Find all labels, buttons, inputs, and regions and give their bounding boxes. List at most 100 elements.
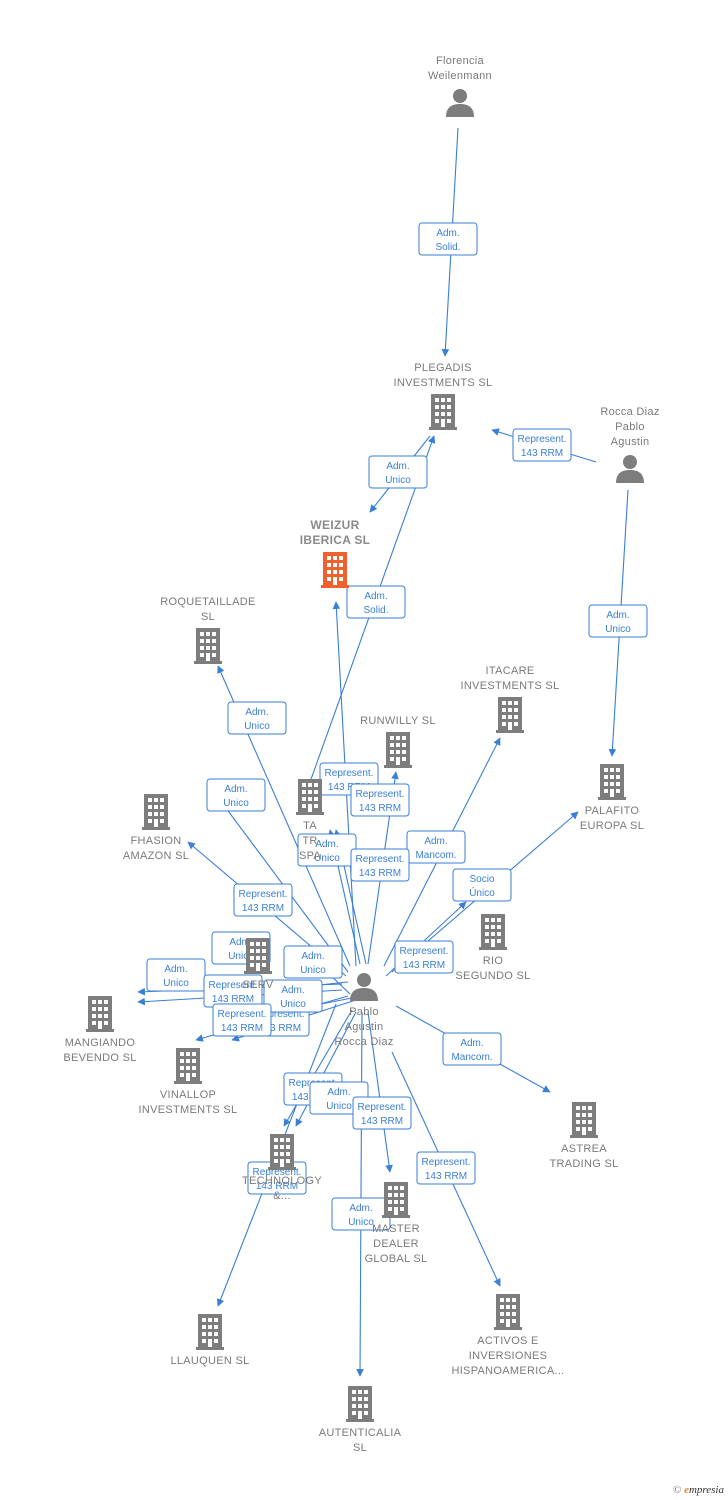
node-master_dealer[interactable]: MASTER DEALER GLOBAL SL [365, 1182, 428, 1265]
edge-label-plegadis-to-weizur[interactable]: Adm.Unico [368, 455, 428, 489]
edge-pablo-to-technology [295, 1011, 357, 1127]
edge-label-text: Adm. [229, 937, 252, 948]
edge-label-text: Represent. [325, 768, 374, 779]
edge-label-rocca_diaz-to-palafito[interactable]: Adm.Unico [588, 604, 648, 638]
node-label: HISPANOAMERICA... [451, 1365, 564, 1377]
node-itacare[interactable]: ITACARE INVESTMENTS SL [461, 665, 560, 733]
edge-label-pablo-to-serv[interactable]: Represent.143 RRM [212, 1003, 272, 1037]
edge-label-text: Socio [469, 874, 494, 885]
node-label: Agustin [345, 1021, 384, 1033]
edge-label-text: Represent. [358, 1102, 407, 1113]
edge-label-box [442, 1032, 502, 1066]
building-icon [429, 394, 457, 430]
edge-label-text: Adm. [364, 591, 387, 602]
edge-label-pablo-to-rio_segundo[interactable]: Represent.143 RRM [394, 940, 454, 974]
node-astrea[interactable]: ASTREA TRADING SL [549, 1102, 618, 1170]
node-label: Pablo [615, 421, 645, 433]
edge-label-text: Represent. [253, 1167, 302, 1178]
node-label: ASTREA [561, 1143, 607, 1155]
edge-label-box [206, 778, 266, 812]
edge-label-text: Represent. [256, 1009, 305, 1020]
node-label: RIO [483, 955, 504, 967]
node-label: TRADING SL [549, 1158, 618, 1170]
edge-label-pablo-to-ta_trade[interactable]: Represent.143 RRM [350, 848, 410, 882]
node-label: BEVENDO SL [63, 1052, 136, 1064]
edge-label-text: Mancom. [451, 1052, 492, 1063]
edge-label-text: Adm. [436, 228, 459, 239]
edge-label-text: Unico [314, 853, 340, 864]
edge-label-rocca_diaz-to-plegadis[interactable]: Represent. 143 RRM [512, 428, 572, 462]
node-label: LLAUQUEN SL [170, 1355, 249, 1367]
edge-label-text: Unico [280, 999, 306, 1010]
edge-label-text: Unico [348, 1217, 374, 1228]
edges-layer [137, 127, 629, 1377]
edge-label-text: 143 RRM [521, 448, 563, 459]
edge-label-text: Adm. [460, 1038, 483, 1049]
node-label: MASTER [372, 1223, 420, 1235]
edge-pablo-to-autenticalia [356, 1011, 364, 1377]
building-icon [494, 1294, 522, 1330]
edge-label-text: 143 RRM [256, 1181, 298, 1192]
edge-label-pablo-to-master_dealer[interactable]: Represent. 143 RRM [352, 1096, 412, 1130]
node-label: Rocca Diaz [334, 1036, 393, 1048]
edge-label-text: 143 RRM [259, 1023, 301, 1034]
edge-label-pablo-to-plegadis[interactable]: Adm.Solid. [346, 585, 406, 619]
node-serv[interactable]: SERV [243, 938, 274, 991]
edge-label-pablo-to-roquetaillade[interactable]: Adm.Unico [227, 701, 287, 735]
edge-label-pablo-to-runwilly[interactable]: Represent.143 RRM [350, 783, 410, 817]
edge-label-text: Unico [300, 965, 326, 976]
edge-label-text: Unico [605, 624, 631, 635]
edge-label-pablo-to-llauquen[interactable]: Represent. 143 RRM [247, 1161, 307, 1195]
edge-label-pablo-to-fhasion[interactable]: Adm.Unico [206, 778, 266, 812]
edge-label-pablo-to-mangiando[interactable]: Adm.Unico [146, 958, 206, 992]
node-label: ITACARE [486, 665, 535, 677]
node-label: PLEGADIS [414, 362, 471, 374]
edge-label-text: 143 RRM [361, 1116, 403, 1127]
node-llauquen[interactable]: LLAUQUEN SL [170, 1314, 249, 1367]
edge-label-box [212, 1003, 272, 1037]
edge-label-pablo-to-astrea[interactable]: Adm. Mancom. [442, 1032, 502, 1066]
edge-label-pablo-to-fhasion[interactable]: Represent.143 RRM [233, 883, 293, 917]
edge-label-pablo-to-serv[interactable]: Adm.Unico [263, 979, 323, 1013]
edge-label-pablo-to-serv[interactable]: Adm.Unico [283, 945, 343, 979]
edge-label-pablo-to-activos[interactable]: Represent.143 RRM [416, 1151, 476, 1185]
node-label: INVESTMENTS SL [461, 680, 560, 692]
edge-label-box [394, 940, 454, 974]
edge-label-box [512, 428, 572, 462]
building-icon [268, 1134, 296, 1170]
edge-label-text: Adm. [224, 784, 247, 795]
node-activos[interactable]: ACTIVOS EINVERSIONESHISPANOAMERICA... [451, 1294, 564, 1377]
building-icon [598, 764, 626, 800]
edge-label-text: 143 RRM [425, 1171, 467, 1182]
node-technology[interactable]: TECHNOLOGY&... [242, 1134, 322, 1202]
building-icon [86, 996, 114, 1032]
edge-label-florencia-to-plegadis[interactable]: Adm.Solid. [418, 222, 478, 256]
edge-pablo-to-master_dealer [367, 1011, 393, 1173]
edge-label-pablo-to-itacare[interactable]: Adm.Mancom. [406, 830, 466, 864]
node-label: TR [302, 835, 317, 847]
node-label: Pablo [349, 1006, 379, 1018]
edge-label-pablo-to-autenticalia[interactable]: Adm.Unico [331, 1197, 391, 1231]
node-label: DEALER [373, 1238, 419, 1250]
building-icon [296, 779, 324, 815]
edge-label-text: Unico [163, 978, 189, 989]
person-icon [446, 89, 474, 117]
node-label: GLOBAL SL [365, 1253, 428, 1265]
node-runwilly[interactable]: RUNWILLY SL [360, 715, 436, 768]
edge-label-text: Represent. [518, 434, 567, 445]
building-icon [382, 1182, 410, 1218]
